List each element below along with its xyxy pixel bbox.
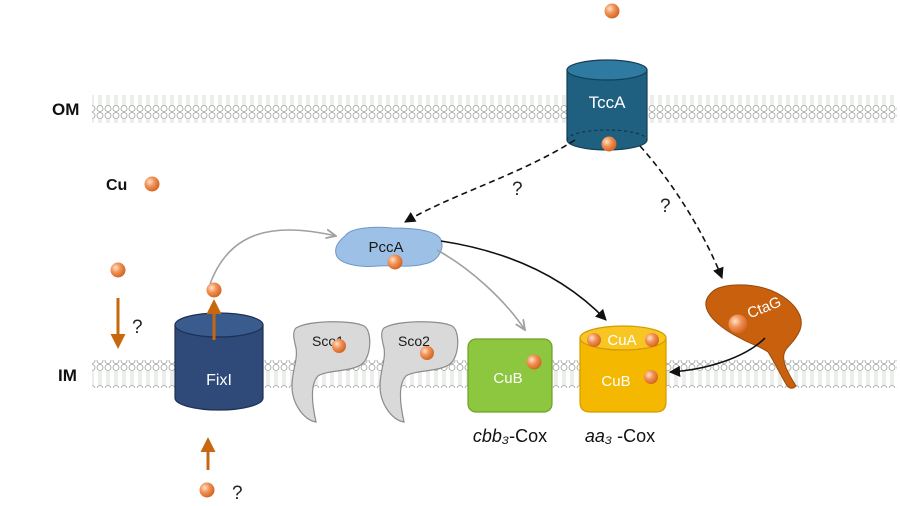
copper-ion [644,370,658,384]
sco2-protein [379,321,459,423]
fixi-to-pcca-arrow [209,230,336,285]
tcca-to-pcca-dashed-arrow [404,139,576,223]
ctag-to-aa3-arrow [668,337,766,378]
aa3-cox-complex [579,325,667,413]
copper-ion [206,282,222,298]
unknown-mark: ? [512,179,523,200]
copper-ion [332,339,346,353]
outer-membrane [92,95,897,123]
sco2-label: Sco2 [398,333,430,349]
copper-ion [728,314,748,334]
copper-ion [420,346,434,360]
copper-legend-label: Cu [106,177,127,194]
copper-ion [110,262,126,278]
cbb3-cox-label: cbb₃-Cox [473,426,547,446]
copper-ion [587,333,601,347]
aa3-cua-label: CuA [607,332,636,349]
copper-ion [604,3,620,19]
pcca-label: PccA [368,239,403,256]
outer-membrane-label: OM [52,100,79,119]
fixi-label: FixI [206,372,232,389]
sco1-protein [291,321,371,423]
inner-membrane-label: IM [58,366,77,385]
cbb3-cub-label: CuB [493,370,522,387]
copper-ion [199,482,215,498]
aa3-cox-label: aa₃ -Cox [585,426,655,446]
tcca-to-ctag-dashed-arrow [639,145,724,280]
copper-ion [645,333,659,347]
pcca-to-aa3-arrow [440,240,607,321]
aa3-cub-label: CuB [601,373,630,390]
aa3-italic: aa₃ [585,426,612,446]
unknown-mark: ? [132,317,143,338]
tcca-label: TccA [589,93,627,112]
cbb3-suffix: -Cox [509,426,547,446]
copper-ion [144,176,160,192]
cbb3-italic: cbb₃ [473,426,509,446]
ctag-protein [705,284,802,389]
aa3-suffix: -Cox [612,426,655,446]
copper-ion [601,136,617,152]
pcca-to-cbb3-arrow [436,249,525,330]
fixi-transporter [174,312,264,411]
copper-ion [526,354,542,370]
copper-ion [387,254,403,270]
pcca-protein [335,226,443,267]
unknown-mark: ? [660,196,671,217]
unknown-mark: ? [232,483,243,504]
